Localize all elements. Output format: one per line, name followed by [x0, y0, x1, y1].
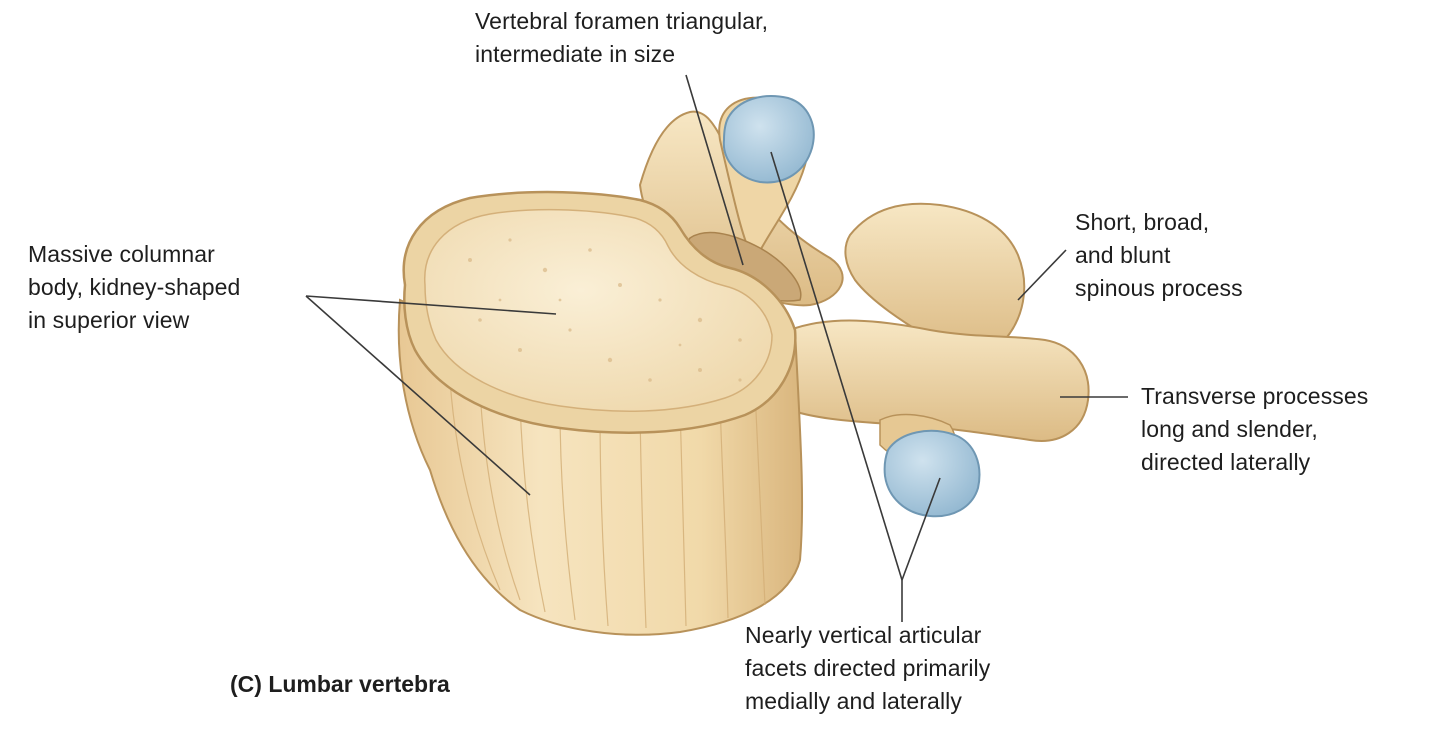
leader-body-superior — [305, 295, 557, 315]
label-vertebral-body: Massive columnar body, kidney-shaped in … — [28, 241, 241, 333]
label-articular-facets: Nearly vertical articular facets directe… — [745, 622, 991, 714]
label-vertebral-foramen: Vertebral foramen triangular, intermedia… — [475, 8, 769, 67]
label-spinous-process: Short, broad, and blunt spinous process — [1075, 209, 1243, 301]
superior-articular-facet — [722, 95, 815, 184]
leader-facet-lower — [901, 477, 941, 581]
leader-spinous — [1017, 249, 1067, 301]
leader-foramen — [685, 74, 744, 266]
spinous-process — [844, 202, 1026, 354]
figure-caption: (C) Lumbar vertebra — [230, 671, 450, 697]
body-striations — [449, 379, 766, 629]
leader-facet-upper — [770, 151, 903, 581]
endplate-texture — [468, 238, 742, 382]
vertebral-body-endplate — [424, 208, 773, 412]
leader-body-side — [305, 295, 531, 496]
inferior-articular-facet — [883, 429, 981, 518]
label-transverse-processes: Transverse processes long and slender, d… — [1141, 383, 1369, 475]
leader-lines — [305, 74, 1128, 622]
